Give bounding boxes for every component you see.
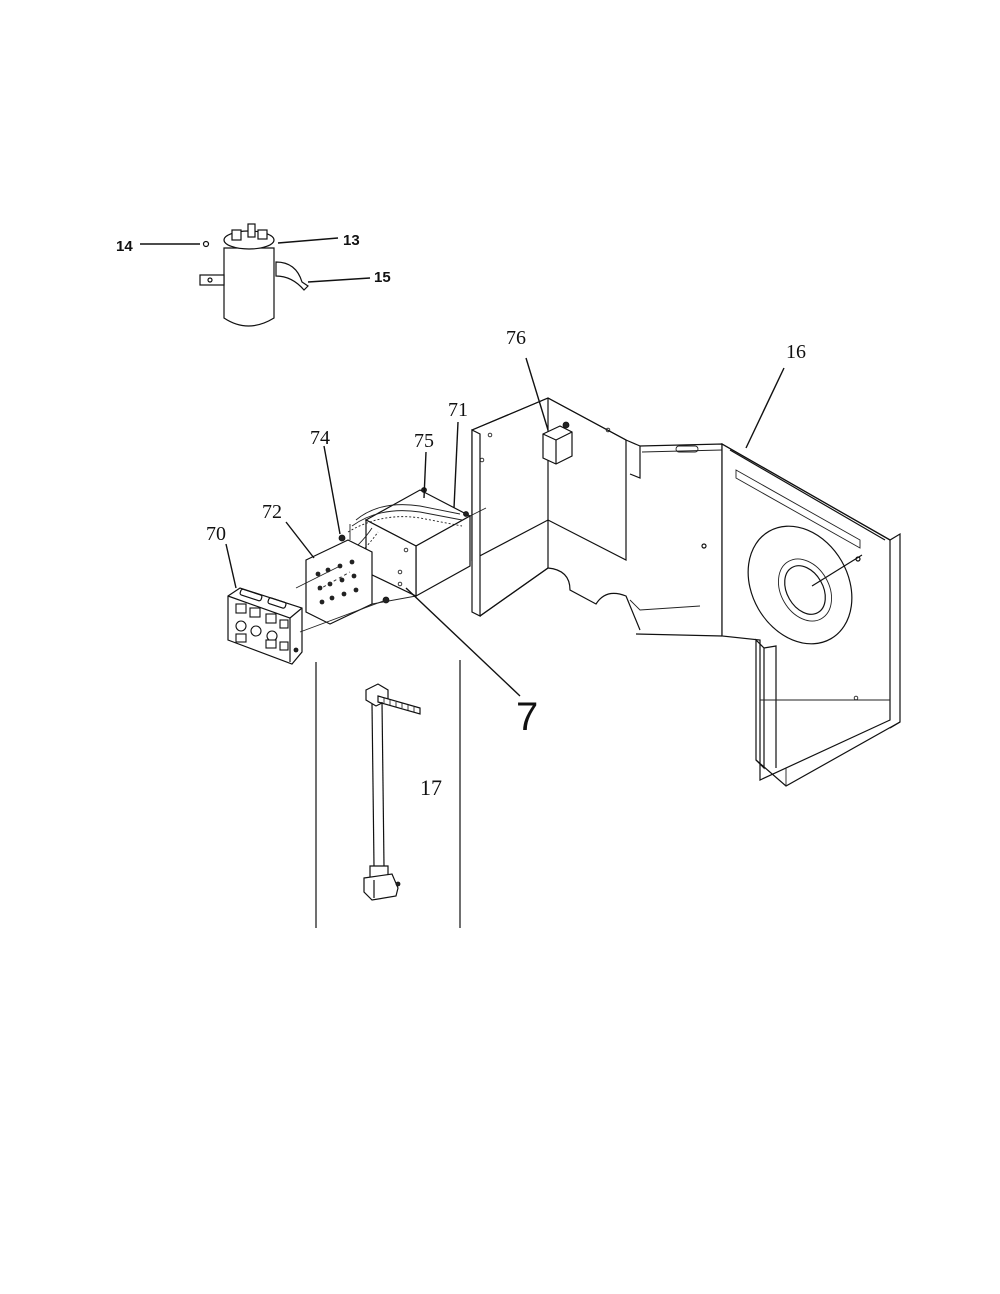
label-7: 7 — [516, 695, 538, 739]
label-15: 15 — [374, 269, 391, 286]
capacitor-strap — [199, 261, 309, 291]
relay — [542, 421, 573, 465]
assembly-guides — [295, 507, 487, 633]
label-70: 70 — [206, 523, 226, 545]
label-14: 14 — [116, 238, 133, 255]
label-71: 71 — [448, 399, 468, 421]
capacitor — [223, 223, 275, 327]
label-17: 17 — [420, 775, 442, 800]
label-75: 75 — [414, 430, 434, 452]
power-cord — [315, 660, 461, 928]
control-panel — [227, 587, 303, 665]
label-72: 72 — [262, 501, 282, 523]
label-76: 76 — [506, 327, 526, 349]
circuit-board — [305, 539, 373, 625]
housing-panel — [471, 397, 901, 787]
label-74: 74 — [310, 427, 330, 449]
label-16: 16 — [786, 341, 806, 363]
capacitor-screw — [202, 240, 210, 248]
label-13: 13 — [343, 232, 360, 249]
